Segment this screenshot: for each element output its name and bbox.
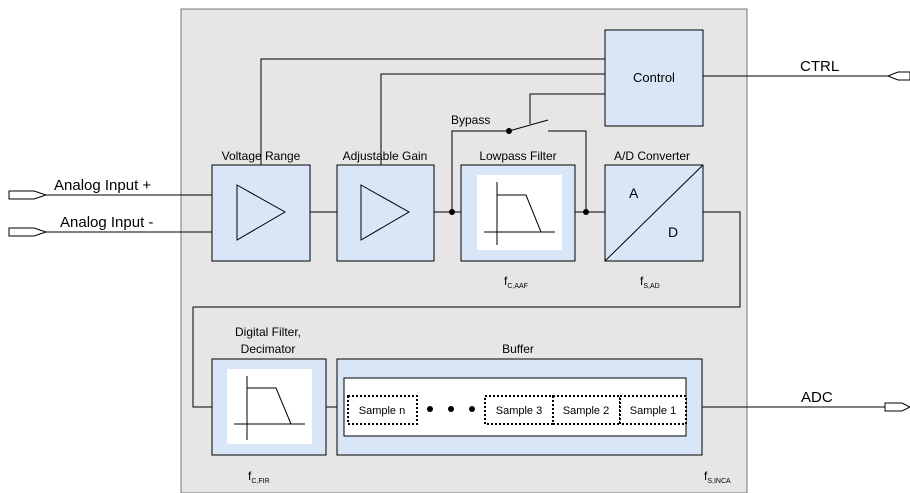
- bypass-label: Bypass: [451, 113, 490, 127]
- sample-1-label: Sample 1: [630, 405, 676, 417]
- analog-minus-connector[interactable]: [8, 227, 48, 237]
- sample-3-label: Sample 3: [496, 405, 542, 417]
- freq-ad-label: fS,AD: [640, 274, 660, 290]
- sample-cell: [552, 395, 621, 425]
- adc-connector[interactable]: [884, 402, 910, 412]
- wiring: [46, 58, 888, 408]
- amplifier-icon: [360, 184, 411, 241]
- lowpass-response-icon: [234, 376, 305, 440]
- sample-cell: [484, 395, 554, 425]
- ellipsis-dot: [427, 406, 433, 412]
- ad-d-label: D: [668, 224, 678, 240]
- ad-a-label: A: [629, 185, 639, 201]
- freq-ad-sub: S,AD: [643, 283, 659, 290]
- sample-n-label: Sample n: [359, 405, 405, 417]
- analog-input-plus-label: Analog Input +: [54, 177, 151, 194]
- freq-fir-sub: C,FIR: [251, 478, 269, 485]
- freq-ad-main: f: [640, 274, 644, 288]
- ctrl-connector[interactable]: [886, 71, 910, 81]
- freq-fir-label: fC,FIR: [248, 469, 270, 485]
- junction-dot: [583, 209, 589, 215]
- freq-aaf-main: f: [504, 274, 508, 288]
- analog-plus-connector[interactable]: [8, 190, 48, 200]
- analog-input-minus-label: Analog Input -: [60, 214, 153, 231]
- freq-inca-sub: S,INCA: [707, 478, 731, 485]
- control-block[interactable]: [604, 29, 704, 127]
- freq-fir-main: f: [248, 469, 252, 483]
- digital-filter-title-line1: Digital Filter,: [235, 325, 301, 339]
- buffer-title: Buffer: [502, 342, 534, 356]
- digital-filter-title-line2: Decimator: [241, 342, 296, 356]
- freq-aaf-sub: C,AAF: [507, 283, 528, 290]
- ellipsis-dot: [448, 406, 454, 412]
- control-title: Control: [633, 70, 675, 85]
- lowpass-response-icon: [484, 182, 555, 245]
- ellipsis-dot: [469, 406, 475, 412]
- sample-cell: [619, 395, 687, 425]
- filter-plot-area: [477, 175, 562, 250]
- sample-2-label: Sample 2: [563, 405, 609, 417]
- voltage-range-title: Voltage Range: [222, 149, 301, 163]
- freq-inca-label: fS,INCA: [704, 469, 731, 485]
- freq-inca-main: f: [704, 469, 708, 483]
- ad-converter-title: A/D Converter: [614, 149, 690, 163]
- adjustable-gain-title: Adjustable Gain: [343, 149, 428, 163]
- lowpass-filter-title: Lowpass Filter: [479, 149, 556, 163]
- adc-label: ADC: [801, 389, 833, 406]
- ctrl-label: CTRL: [800, 58, 839, 75]
- sample-cell: [347, 395, 418, 425]
- junction-dot: [449, 209, 455, 215]
- ad-diagonal: [604, 164, 704, 262]
- amplifier-icon: [236, 184, 287, 241]
- freq-aaf-label: fC,AAF: [504, 274, 528, 290]
- switch-pivot-dot: [506, 128, 512, 134]
- filter-plot-area: [227, 369, 312, 444]
